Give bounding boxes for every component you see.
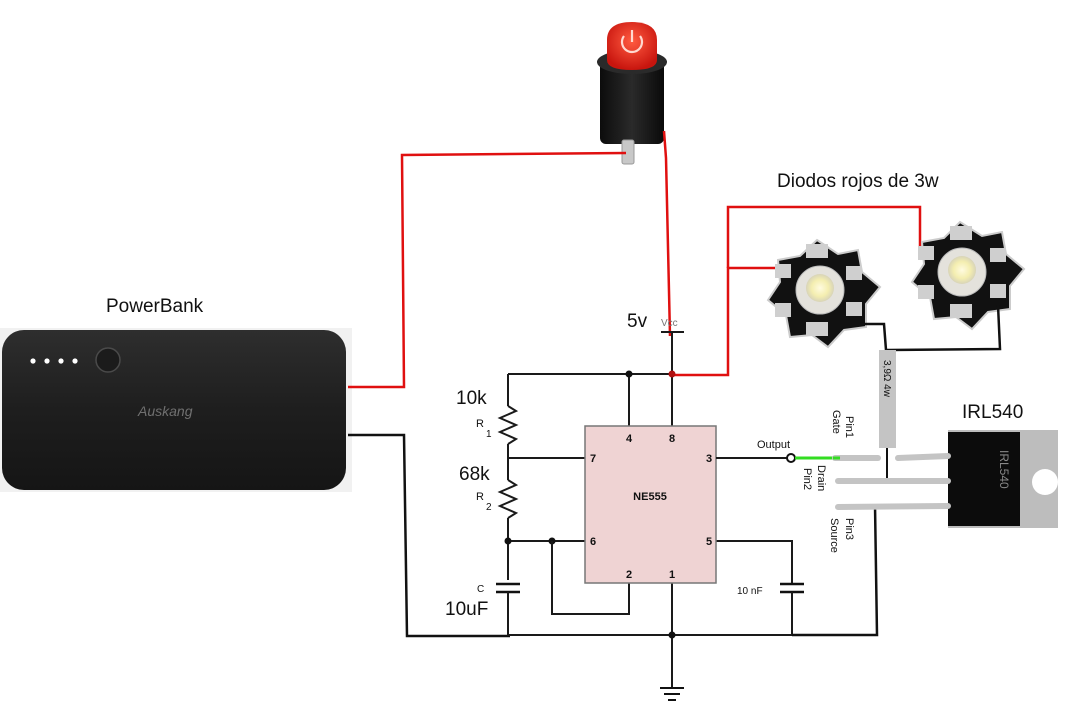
power-icon xyxy=(620,30,644,54)
mosfet-label: IRL540 xyxy=(962,402,1023,423)
switch-cap xyxy=(607,22,657,70)
ic-pin-7: 7 xyxy=(590,453,596,465)
ic-pin-4: 4 xyxy=(626,433,633,445)
gate-label: Gate xyxy=(830,410,842,434)
wire-positive-vcc-to-led2 xyxy=(726,205,922,268)
led-2 xyxy=(910,220,1026,331)
led-pad xyxy=(846,266,862,280)
led-pad xyxy=(806,244,828,258)
pin1-label: Pin1 xyxy=(843,416,855,438)
power-resistor xyxy=(879,350,896,448)
power-resistor-label: 3,9Ω 4w xyxy=(881,360,892,398)
ic-body xyxy=(584,425,717,584)
pin2-label: Pin2 xyxy=(801,468,813,490)
ic-pin-2: 2 xyxy=(626,569,632,581)
powerbank-led xyxy=(72,358,78,364)
r2-value: 68k xyxy=(459,464,490,485)
mosfet-source-lead xyxy=(835,503,951,510)
vcc-label: Vcc xyxy=(661,318,678,329)
led-pad xyxy=(918,246,934,260)
diodes-label: Diodos rojos de 3w xyxy=(777,171,939,192)
powerbank-button-icon xyxy=(95,347,121,373)
r1-value: 10k xyxy=(456,388,487,409)
r1-subscript: 1 xyxy=(486,429,492,440)
led-pad xyxy=(846,302,862,316)
led-1 xyxy=(766,238,882,349)
wire-negative-powerbank-to-ground xyxy=(348,433,510,638)
led-lens-icon xyxy=(806,274,834,302)
wire-positive-powerbank-to-switch xyxy=(348,151,627,389)
source-label: Source xyxy=(828,518,840,553)
r2-name: R xyxy=(476,491,484,503)
junction-dot xyxy=(504,537,512,545)
led-pad xyxy=(775,264,791,278)
ic-pin-8: 8 xyxy=(669,433,675,445)
c2-value: 10 nF xyxy=(737,586,763,597)
c-name: C xyxy=(477,584,484,595)
wire-positive-switch-to-vcc xyxy=(662,130,672,337)
powerbank-led-indicators xyxy=(30,358,78,364)
powerbank: Auskang xyxy=(0,328,352,492)
resistor-r2-icon xyxy=(497,479,519,519)
led-pad xyxy=(918,285,934,299)
powerbank-led xyxy=(30,358,36,364)
mosfet-body xyxy=(948,432,1020,526)
output-label: Output xyxy=(757,439,790,451)
pin3-label: Pin3 xyxy=(843,518,855,540)
ic-pin-6: 6 xyxy=(590,536,596,548)
r2-subscript: 2 xyxy=(486,502,492,513)
ic-pin-3: 3 xyxy=(706,453,712,465)
resistor-r1-icon xyxy=(497,405,519,445)
power-switch xyxy=(597,22,667,165)
led-pad xyxy=(950,304,972,318)
led-lens-icon xyxy=(948,256,976,284)
mosfet-mounting-hole xyxy=(1032,469,1058,495)
switch-body xyxy=(600,60,664,144)
powerbank-brand: Auskang xyxy=(137,403,193,419)
supply-voltage-label: 5v xyxy=(627,311,648,332)
mosfet-irl540: IRL540 xyxy=(832,430,1058,528)
ground-icon xyxy=(660,687,684,701)
led-pad xyxy=(990,284,1006,298)
led-pad xyxy=(775,303,791,317)
ic-pin-1: 1 xyxy=(669,569,675,581)
wire-pin2 xyxy=(551,541,630,615)
mosfet-gate-lead-inner xyxy=(895,453,951,461)
junction-dot xyxy=(668,370,676,378)
output-terminal xyxy=(786,453,796,463)
powerbank-led xyxy=(58,358,64,364)
mosfet-body-label: IRL540 xyxy=(997,450,1011,489)
powerbank-body xyxy=(2,330,346,490)
c-value: 10uF xyxy=(445,599,488,620)
r1-name: R xyxy=(476,418,484,430)
drain-label: Drain xyxy=(815,465,827,491)
led-pad xyxy=(806,322,828,336)
powerbank-led xyxy=(44,358,50,364)
wire-pin5 xyxy=(716,540,793,584)
wire-positive-vcc-to-led1 xyxy=(671,266,782,377)
ic-pin-5: 5 xyxy=(706,536,712,548)
ne555-ic: NE555 4 8 7 3 6 5 2 1 xyxy=(584,425,717,584)
ic-name: NE555 xyxy=(633,491,667,503)
led-pad xyxy=(990,248,1006,262)
junction-dot xyxy=(625,370,633,378)
wire-source-to-ground xyxy=(792,504,879,637)
led-pad xyxy=(950,226,972,240)
powerbank-label: PowerBank xyxy=(106,296,204,317)
junction-dot xyxy=(668,631,676,639)
